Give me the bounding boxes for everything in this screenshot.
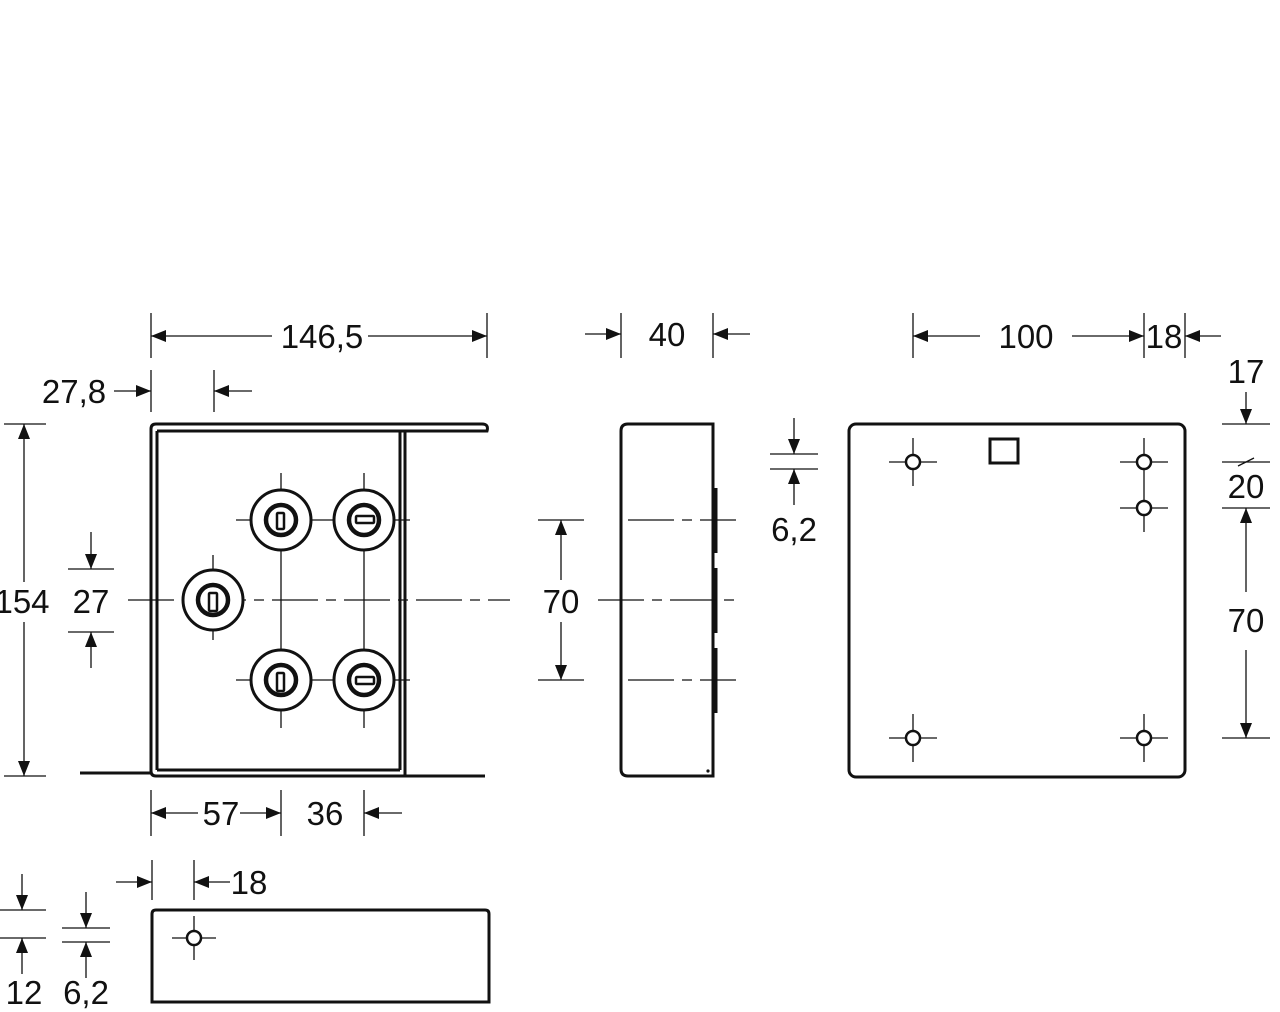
knob-bottom-1 xyxy=(249,648,313,712)
dim-rear-top-label: 17 xyxy=(1228,353,1265,390)
dim-side-pitch-label: 70 xyxy=(543,583,580,620)
rear-housing xyxy=(847,422,1187,779)
dim-bottom-hole-label: 6,2 xyxy=(63,974,109,1011)
dim-bottom-height-label: 12 xyxy=(6,974,43,1011)
front-housing xyxy=(149,422,489,778)
dim-knob-vertical: 27 xyxy=(68,532,114,668)
dim-side-depth: 40 xyxy=(585,313,750,358)
dim-side-offset-label: 6,2 xyxy=(771,511,817,548)
rear-mount-holes xyxy=(889,438,1168,762)
dim-rear-gap-label: 20 xyxy=(1228,468,1265,505)
dim-bottom-offset: 18 xyxy=(116,860,267,901)
knob-bottom-2 xyxy=(332,648,396,712)
bottom-mount-hole xyxy=(185,929,203,947)
dim-front-height: 154 xyxy=(0,423,50,777)
dim-side-pitch: 70 xyxy=(538,519,584,681)
dim-front-width: 146,5 xyxy=(150,313,488,358)
bottom-housing xyxy=(150,908,491,1004)
side-view: 40 70 6,2 xyxy=(538,313,818,778)
rear-label-window xyxy=(988,437,1020,465)
rear-view: 100 18 17 20 70 xyxy=(847,313,1270,779)
dim-rear-width-label: 100 xyxy=(998,318,1053,355)
dim-knob-57-label: 57 xyxy=(203,795,240,832)
dim-knob-vertical-label: 27 xyxy=(73,583,110,620)
dim-bottom-offset-label: 18 xyxy=(231,864,268,901)
dim-side-offset: 6,2 xyxy=(770,418,818,548)
dim-front-height-label: 154 xyxy=(0,583,50,620)
dim-front-width-label: 146,5 xyxy=(281,318,364,355)
front-view: 146,5 27,8 154 xyxy=(0,313,510,836)
dim-front-offset-label: 27,8 xyxy=(42,373,106,410)
knob-left xyxy=(181,568,245,632)
dim-rear-width: 100 18 xyxy=(912,313,1221,358)
dim-bottom-hole: 6,2 xyxy=(62,892,110,1011)
knob-top-2 xyxy=(332,488,396,552)
dim-side-depth-label: 40 xyxy=(649,316,686,353)
dim-front-offset: 27,8 xyxy=(42,370,252,412)
bottom-view: 18 12 6,2 xyxy=(0,860,491,1011)
side-housing xyxy=(619,422,715,778)
dim-rear-vertical: 17 20 70 xyxy=(1222,353,1270,739)
knob-top-1 xyxy=(249,488,313,552)
dim-rear-edge-label: 18 xyxy=(1146,318,1183,355)
dim-knob-36-label: 36 xyxy=(307,795,344,832)
dim-bottom-height: 12 xyxy=(0,874,46,1011)
dim-rear-pitch-label: 70 xyxy=(1228,602,1265,639)
dim-knob-horizontal: 57 36 xyxy=(150,790,402,836)
